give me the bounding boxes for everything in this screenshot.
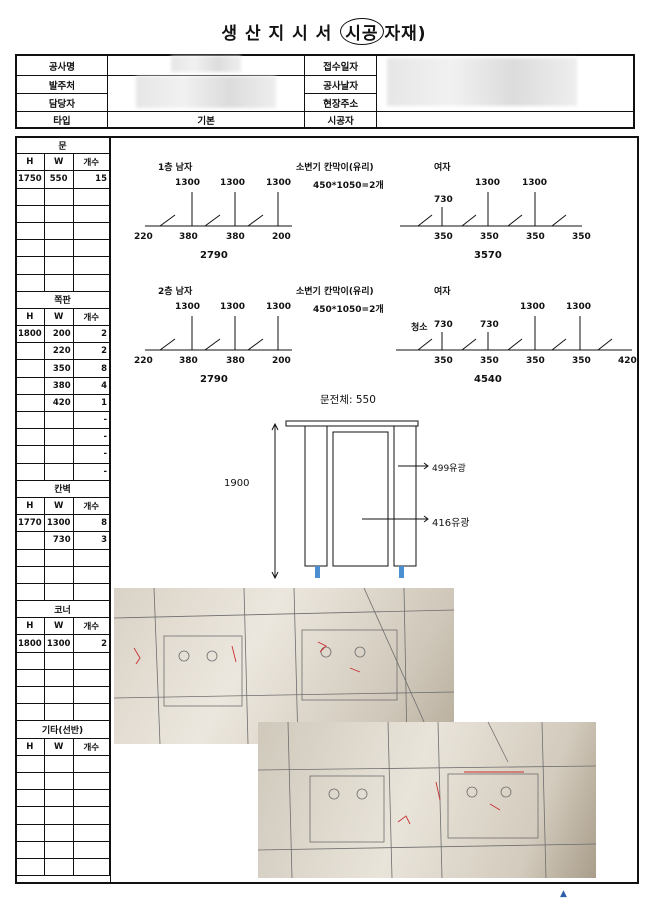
title-circled-word: 시공 [340, 18, 384, 45]
table-row: - [15, 428, 111, 447]
f2-female-total: 4540 [474, 374, 502, 385]
f2-male-total: 2790 [200, 374, 228, 385]
door-total-title: 문전체: 550 [320, 394, 376, 406]
value-installer [375, 111, 635, 129]
floorplan-photo-1 [114, 588, 454, 744]
f1-female-label: 여자 [434, 163, 451, 173]
table-row: - [15, 462, 111, 481]
value-redacted [375, 54, 635, 112]
f2-female-label: 여자 [434, 287, 451, 297]
f1-male-total: 2790 [200, 250, 228, 261]
label-manager: 담당자 [15, 93, 108, 112]
floorplan-photo-2 [258, 722, 596, 878]
label-type: 타입 [15, 111, 108, 129]
f2-cleaning-label: 청소 [411, 323, 428, 333]
f1-urinal-label: 소변기 칸막이(유리) [296, 163, 374, 173]
section-corner: 코너 [15, 600, 110, 619]
section-etc: 기타(선반) [15, 720, 110, 739]
label-site-address: 현장주소 [304, 93, 377, 112]
f2-male-label: 2층 남자 [158, 287, 193, 297]
company-logo: ▲ [560, 889, 567, 899]
f1-female-total: 3570 [474, 250, 502, 261]
door-height: 1900 [224, 478, 250, 489]
f2-urinal-label: 소변기 칸막이(유리) [296, 287, 374, 297]
f1-male-label: 1층 남자 [158, 163, 193, 173]
door-color-1: 499유광 [432, 464, 466, 474]
value-client-redacted [106, 75, 306, 112]
f1-urinal-size: 450*1050=2개 [313, 181, 384, 191]
door-color-2: 416유광 [432, 518, 470, 529]
f2-urinal-size: 450*1050=2개 [313, 305, 384, 315]
value-type: 기본 [106, 111, 306, 129]
